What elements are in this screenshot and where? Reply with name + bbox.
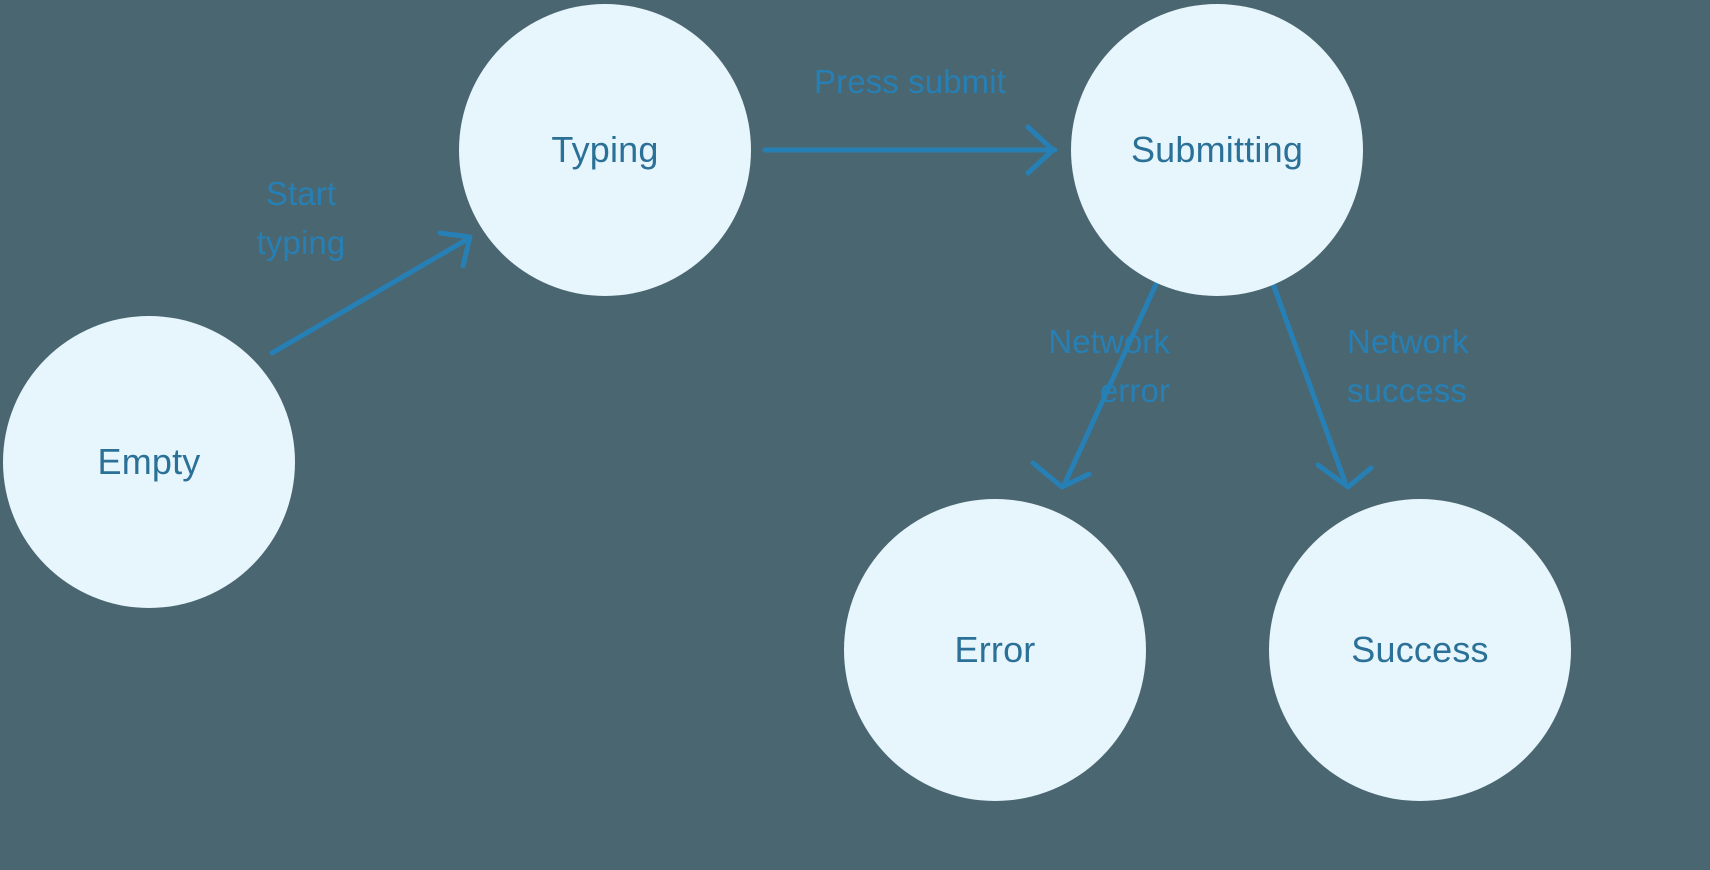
edge-typing-to-submitting — [762, 124, 1058, 176]
state-node-typing[interactable]: Typing — [459, 4, 751, 296]
edge-label-start-typing: Start typing — [256, 175, 346, 261]
state-node-success[interactable]: Success — [1269, 499, 1571, 801]
state-node-error[interactable]: Error — [844, 499, 1146, 801]
edge-label-network-success: Network success — [1347, 323, 1469, 409]
state-node-label: Empty — [97, 441, 201, 482]
state-node-label: Success — [1351, 629, 1489, 670]
edge-label-network-error: Network error — [1048, 323, 1170, 409]
state-node-label: Typing — [551, 129, 659, 170]
state-node-empty[interactable]: Empty — [3, 316, 295, 608]
state-node-label: Submitting — [1130, 129, 1304, 170]
state-node-submitting[interactable]: Submitting — [1071, 4, 1363, 296]
state-node-label: Error — [954, 629, 1036, 670]
edge-label-press-submit: Press submit — [814, 63, 1006, 100]
